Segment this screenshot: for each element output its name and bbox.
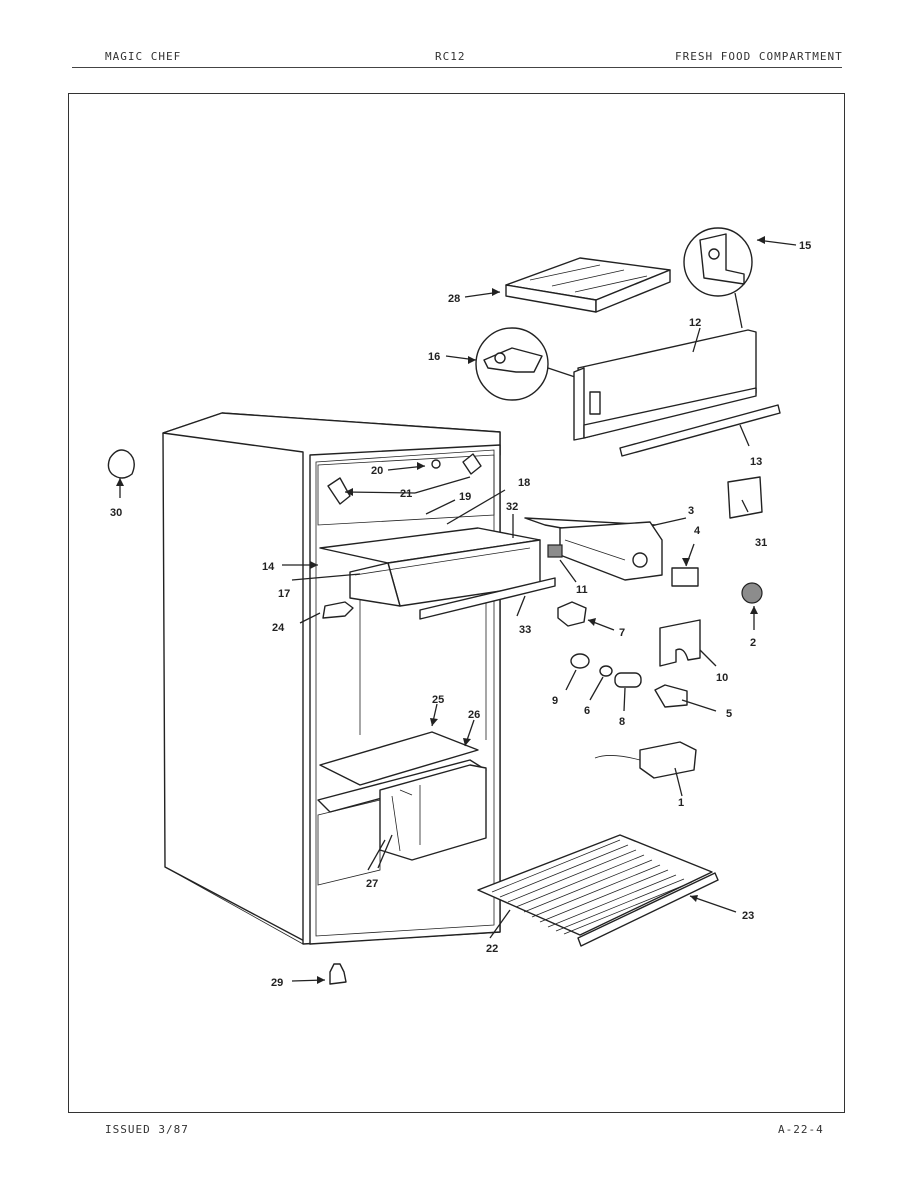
callout-26: 26 [468,709,480,721]
cabinet [162,412,501,945]
callout-17: 17 [278,588,290,600]
callout-6: 6 [584,705,590,717]
callout-19: 19 [459,491,471,503]
callout-12: 12 [689,317,701,329]
footer-issued: ISSUED 3/87 [105,1123,189,1136]
part-4-shape [671,567,699,587]
callout-31: 31 [755,537,767,549]
detail-16 [475,327,579,401]
callout-28: 28 [448,293,460,305]
part-8-shape [614,672,642,688]
callout-24: 24 [272,622,285,634]
callout-29: 29 [271,977,283,989]
strip-13 [619,404,781,457]
callout-labels: 15 28 16 12 13 30 20 21 19 18 32 14 17 3… [110,240,811,989]
part-1-shape [594,741,697,779]
plate-31 [727,476,763,519]
part-5-shape [654,684,688,708]
callout-14: 14 [262,561,275,573]
callout-27: 27 [366,878,378,890]
callout-2: 2 [750,637,756,649]
callout-15: 15 [799,240,811,252]
callout-22: 22 [486,943,498,955]
crisper-area [317,731,487,886]
callout-11: 11 [576,584,588,596]
callout-32: 32 [506,501,518,513]
callout-7: 7 [619,627,625,639]
wire-shelf [477,834,719,947]
diagram-frame [68,93,845,1113]
callout-3: 3 [688,505,694,517]
callout-13: 13 [750,456,762,468]
callout-33: 33 [519,624,531,636]
arrowheads [116,236,765,984]
callout-5: 5 [726,708,732,720]
detail-15 [683,227,753,329]
callout-1: 1 [678,797,684,809]
header-rule [72,67,842,68]
callout-25: 25 [432,694,444,706]
callout-23: 23 [742,910,754,922]
header-brand: MAGIC CHEF [105,50,182,63]
callout-30: 30 [110,507,122,519]
callout-18: 18 [518,477,530,489]
part-7-shape [557,601,587,627]
part-9-shape [570,653,590,669]
freezer-interior [317,453,495,526]
part-30-shape [107,449,135,479]
part-6-shape [599,665,613,677]
callout-10: 10 [716,672,728,684]
part-10-shape [659,619,701,667]
callout-8: 8 [619,716,625,728]
control-housing [524,517,663,581]
evaporator-cover [573,329,757,441]
ice-tray [505,257,671,313]
callout-9: 9 [552,695,558,707]
chiller-tray [319,527,556,620]
header-model: RC12 [435,50,466,63]
callout-4: 4 [694,525,701,537]
part-29-shape [329,963,347,985]
callout-21: 21 [400,488,412,500]
callout-16: 16 [428,351,440,363]
part-24-shape [322,601,354,619]
part-2-shape [741,582,763,604]
leader-lines [119,239,797,982]
callout-20: 20 [371,465,383,477]
footer-page-code: A-22-4 [778,1123,824,1136]
header-section: FRESH FOOD COMPARTMENT [675,50,843,63]
